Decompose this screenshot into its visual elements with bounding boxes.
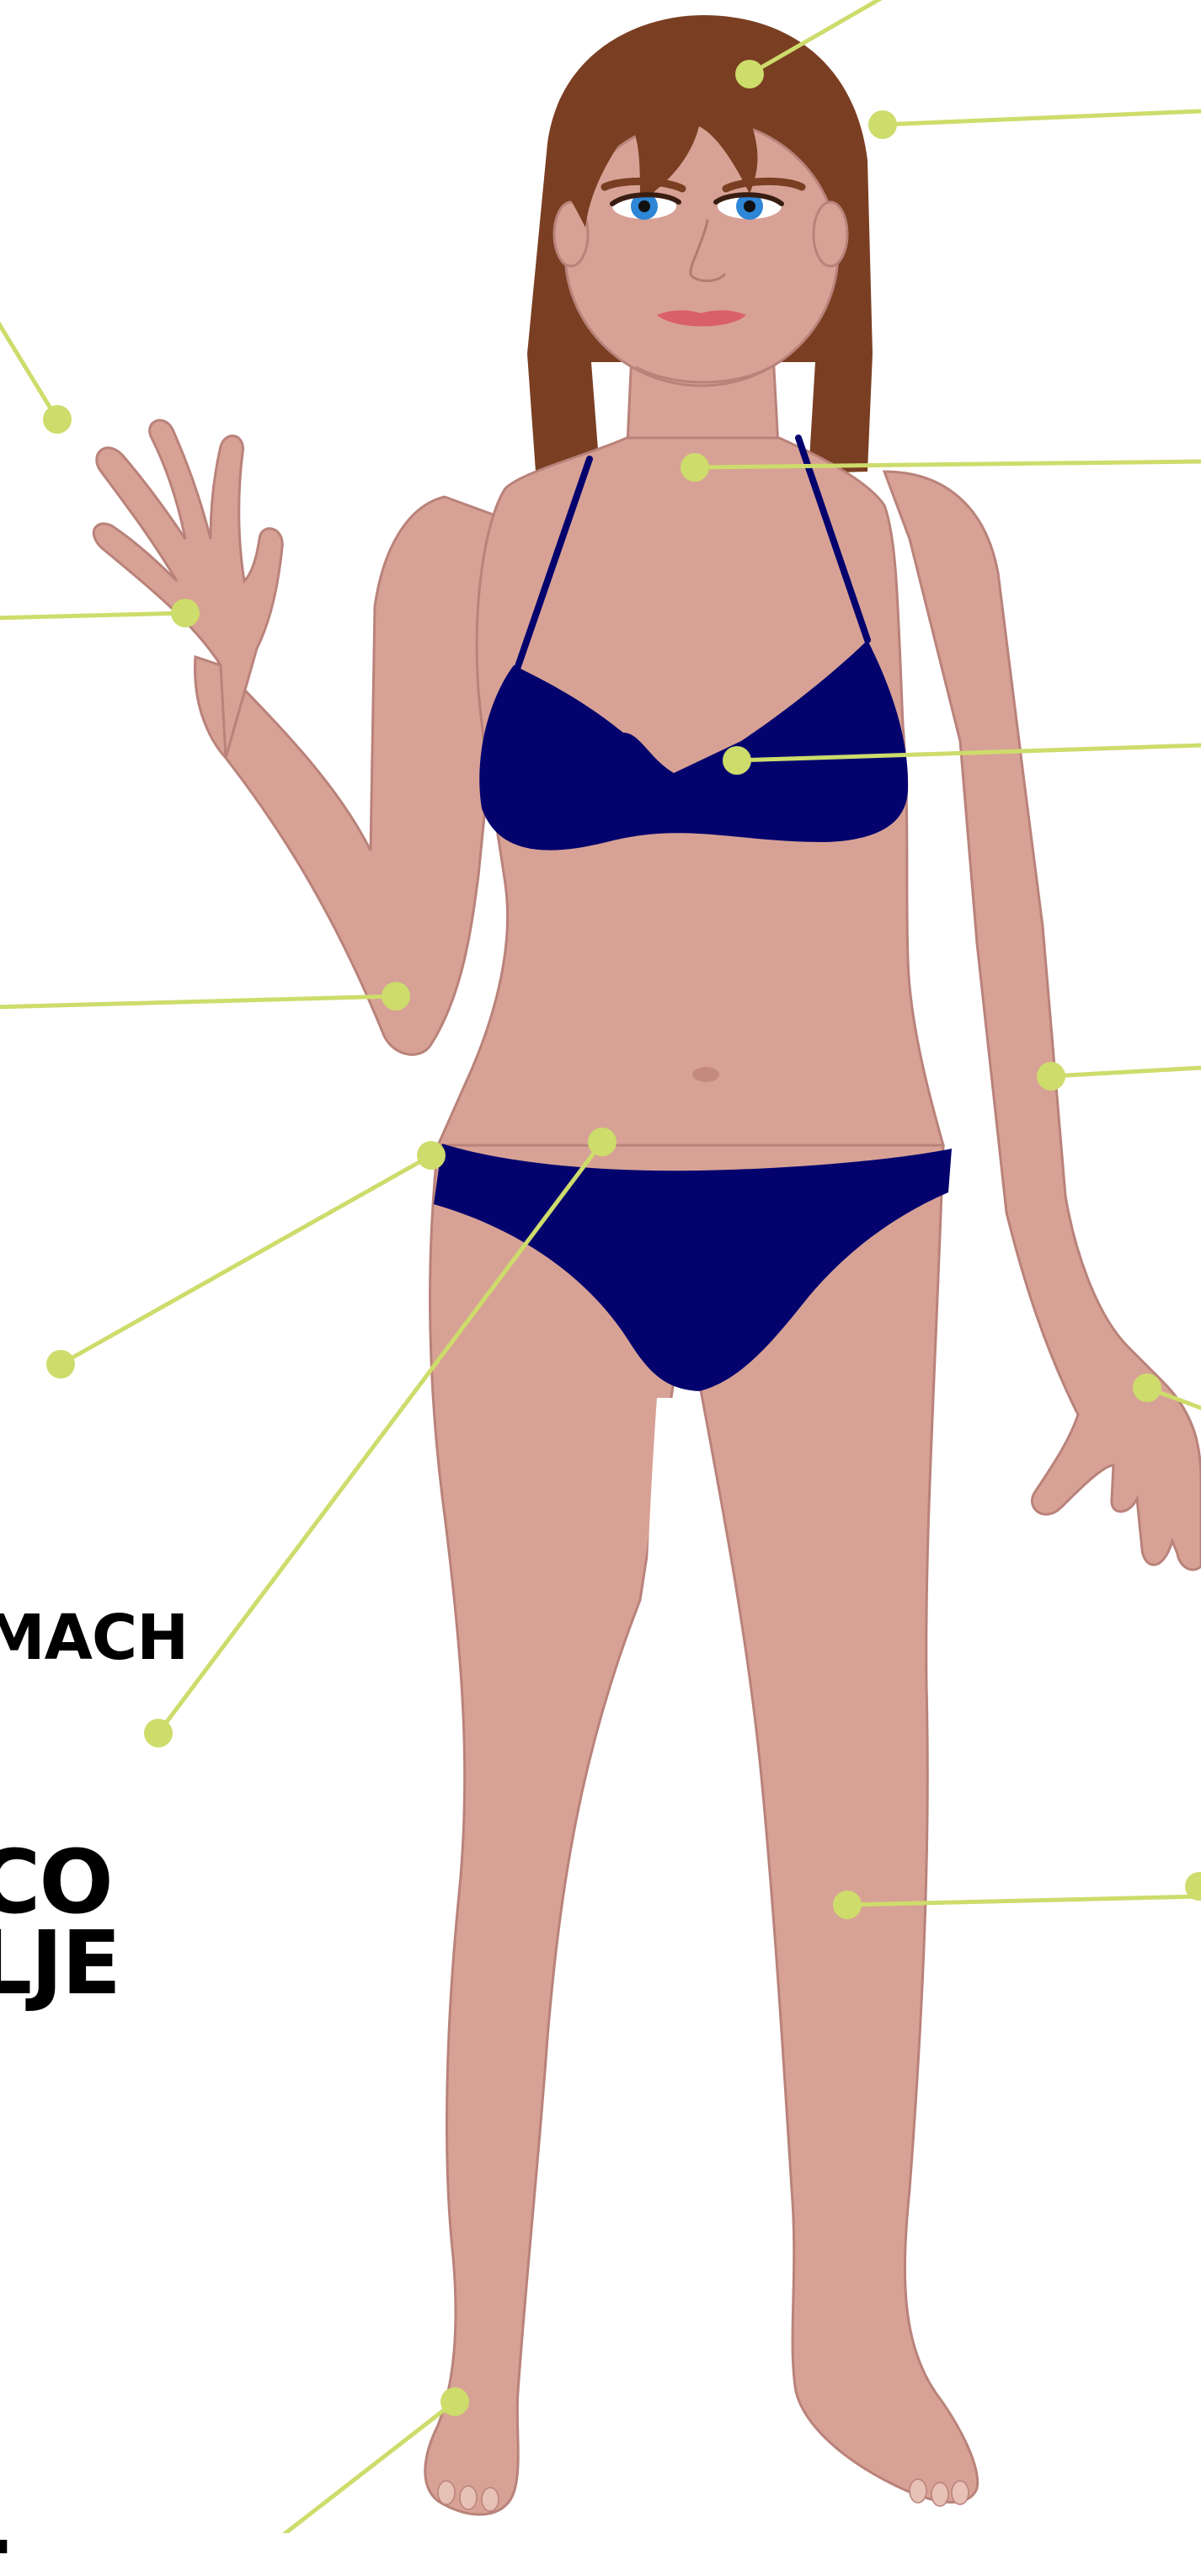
- navel: [692, 1067, 719, 1082]
- partial-label-3: I: [0, 2171, 2, 2265]
- ear: [814, 202, 847, 266]
- partial-label-4: L: [0, 2474, 9, 2568]
- partial-label-1: MACH: [0, 1607, 188, 1669]
- partial-label-2: CO LJE: [0, 1843, 120, 2003]
